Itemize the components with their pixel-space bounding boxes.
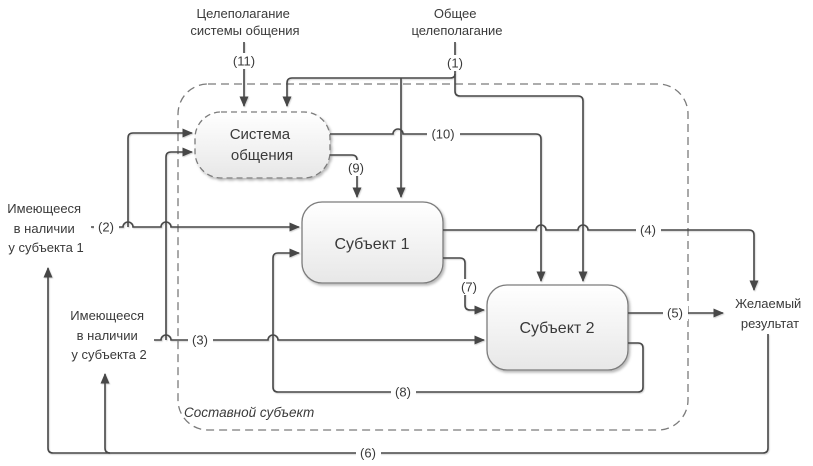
edge-10	[330, 128, 546, 282]
composite-subject-label: Составной субъект	[184, 405, 314, 420]
edge-label-7-bg	[457, 279, 482, 295]
subject1-label: Субъект 1	[334, 236, 409, 253]
available-subject1-label-line1: Имеющееся	[7, 201, 81, 216]
edge-label-10-bg	[427, 126, 460, 142]
communication-system-node	[194, 111, 331, 179]
edge-label-group: (11) (1) (2) (3) (4) (5) (6) (7) (8) (9)…	[94, 53, 688, 461]
edge-label-7: (7)	[461, 280, 477, 295]
subject2-label: Субъект 2	[519, 320, 594, 337]
communication-system-label-line2: общения	[231, 147, 293, 164]
edge-label-4: (4)	[640, 223, 656, 238]
general-goal-label: Общее целеполагание	[411, 6, 502, 38]
edge-1-main	[454, 42, 588, 282]
edge-label-9-bg	[344, 160, 369, 176]
available-subject2-label-line2: в наличии	[77, 328, 138, 343]
composite-subject-container	[177, 83, 689, 431]
edge-label-6-bg	[356, 445, 381, 461]
edge-label-9: (9)	[348, 161, 364, 176]
connectors	[43, 42, 769, 454]
desired-result-label: Желаемый результат	[735, 296, 805, 331]
edge-label-1: (1)	[447, 56, 463, 71]
desired-result-label-line1: Желаемый	[735, 296, 801, 311]
edge-2	[91, 221, 300, 232]
edge-label-5: (5)	[667, 306, 683, 321]
edge-label-1-bg	[442, 55, 469, 71]
edge-label-10: (10)	[431, 127, 454, 142]
available-subject1-label-line2: в наличии	[14, 221, 75, 236]
communication-system-label-line1: Система	[230, 126, 291, 143]
edge-9	[330, 154, 362, 198]
available-subject2-label-line1: Имеющееся	[70, 308, 144, 323]
edge-label-3: (3)	[192, 333, 208, 348]
edge-4	[443, 224, 759, 291]
available-subject2-label: Имеющееся в наличии у субъекта 2	[70, 308, 147, 362]
edge-label-11: (11)	[233, 54, 255, 69]
edge-6-branch	[100, 373, 111, 454]
subject1-node	[301, 201, 444, 284]
comm-goal-label: Целеполагание системы общения	[190, 6, 299, 38]
edge-8	[272, 248, 644, 393]
edge-label-11-bg	[228, 53, 261, 69]
available-subject1-label: Имеющееся в наличии у субъекта 1	[7, 201, 84, 255]
edge-3-branch-comm-system	[165, 147, 193, 340]
edge-label-5-bg	[663, 305, 688, 321]
available-subject1-label-line3: у субъекта 1	[8, 240, 83, 255]
edge-label-2-bg	[94, 219, 119, 235]
edge-1-branch-comm-system	[282, 73, 456, 107]
edge-label-4-bg	[636, 222, 661, 238]
edge-label-8-bg	[391, 384, 416, 400]
edge-label-3-bg	[188, 332, 213, 348]
general-goal-label-line2: целеполагание	[411, 23, 502, 38]
communication-system-label: Система общения	[230, 126, 295, 164]
edge-3	[154, 334, 485, 345]
subject2-node	[486, 284, 629, 371]
edge-2-branch-comm-system	[127, 128, 193, 227]
edge-label-2: (2)	[98, 220, 114, 235]
desired-result-label-line2: результат	[741, 316, 799, 331]
general-goal-label-line1: Общее	[434, 6, 477, 21]
edge-6	[43, 267, 769, 454]
available-subject2-label-line3: у субъекта 2	[71, 347, 146, 362]
comm-goal-label-line2: системы общения	[190, 23, 299, 38]
edge-label-8: (8)	[395, 385, 411, 400]
comm-goal-label-line1: Целеполагание	[196, 6, 289, 21]
edge-label-6: (6)	[360, 446, 376, 461]
